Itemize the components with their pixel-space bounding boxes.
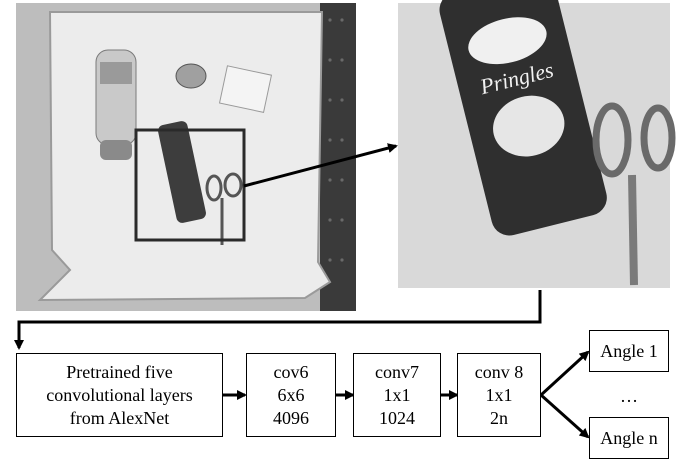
scene-scissors (205, 172, 243, 245)
conv6-line-2: 6x6 (277, 384, 305, 405)
conv7-line-1: conv7 (375, 361, 419, 382)
elbow-arrow (14, 290, 542, 350)
jar (175, 63, 207, 89)
alexnet-box: Pretrained five convolutional layers fro… (16, 353, 223, 437)
scene-photo (16, 3, 356, 311)
conv6-line-3: 4096 (273, 407, 309, 428)
zoom-arrow (243, 143, 398, 188)
conv7-line-3: 1024 (379, 407, 415, 428)
alexnet-line-3: from AlexNet (69, 407, 170, 428)
conv6-box: cov6 6x6 4096 (246, 353, 336, 437)
scene-pringles (158, 121, 206, 223)
conv8-line-1: conv 8 (474, 361, 524, 382)
angle-n-box: Angle n (589, 417, 669, 459)
crop-photo: Pringles (398, 0, 676, 288)
conv8-line-2: 1x1 (485, 384, 513, 405)
alexnet-line-1: Pretrained five (66, 361, 173, 382)
angle-1-label: Angle 1 (600, 340, 658, 361)
conv7-box: conv7 1x1 1024 (353, 353, 441, 437)
arrow-to-anglen (540, 393, 590, 439)
angle-n-label: Angle n (600, 427, 658, 448)
conv7-line-2: 1x1 (383, 384, 411, 405)
alexnet-line-2: convolutional layers (46, 384, 193, 405)
arrow-to-angle1 (539, 350, 590, 397)
conv8-box: conv 8 1x1 2n (457, 353, 541, 437)
angle-1-box: Angle 1 (589, 330, 669, 372)
conv6-line-1: cov6 (273, 361, 309, 382)
windex-bottle (95, 49, 137, 160)
ellipsis: … (620, 386, 638, 406)
sponge (218, 65, 273, 113)
crop-scissors (592, 102, 676, 286)
conv8-line-3: 2n (490, 407, 508, 428)
